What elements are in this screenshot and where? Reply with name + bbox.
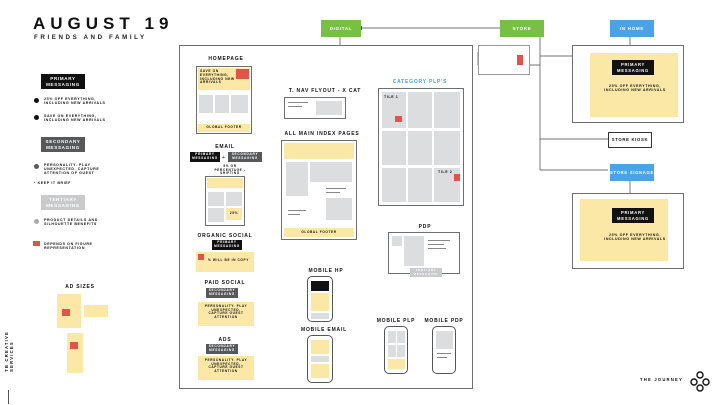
mobile-hp-phone [307,276,333,322]
email-note: 5% OR PERCENTAGE - SHIFTING [214,164,246,176]
in-home-primary-badge: PRIMARY MESSAGING [612,60,654,75]
channel-in-home: IN HOME [610,20,654,37]
mobile-email-title: MOBILE EMAIL [301,327,347,333]
legend-secondary-bullet-1: PERSONALITY. PLAY UNEXPECTED. CAPTURE AT… [44,163,100,176]
category-tile [382,168,406,202]
paid-yellow [198,302,254,326]
index-footer: GLOBAL FOOTER [284,228,354,237]
pdp-title: PDP [418,224,432,230]
ads-secondary-badge: SECONDARY MESSAGING [206,344,238,354]
legend-primary-bullet-1: 25% OFF EVERYTHING, INCLUDING NEW ARRIVA… [44,97,106,106]
side-divider [8,390,9,404]
email-hero [207,178,243,188]
mobile-plp-title: MOBILE PLP [376,318,416,324]
pdp-tertiary-badge: TERTIARY MESSAGING [410,268,442,277]
logo-icon [689,370,711,392]
tile-1-marker [395,116,402,122]
figure-marker-icon [33,241,40,246]
channel-digital: DIGITAL [321,20,361,37]
legend-figure-note: DEPENDS ON FIGURE REPRESENTATION [44,242,93,251]
side-credit: TB CREATIVE SERVICES [4,331,14,372]
category-tile [382,131,406,165]
page-title: AUGUST 19 [33,14,174,33]
legend-primary-bullet-2: SAVE ON EVERYTHING, INCLUDING NEW ARRIVA… [44,114,106,123]
legend-tertiary-bullet-1: PRODUCT DETAILS AND SILHOUETTE BENEFITS [44,218,98,227]
mobile-plp-phone [384,326,408,374]
ad-size-banner [84,305,108,317]
category-tile [382,92,406,128]
email-badge: 25% [226,208,242,220]
pdp-thumb [392,236,402,246]
ad-size-tall [57,294,81,328]
nav-image [316,101,342,115]
journey-label: THE JOURNEY [640,377,683,382]
legend-bullet-icon [34,219,39,224]
tile-2-marker [454,174,460,181]
organic-title: ORGANIC SOCIAL [197,233,253,239]
ads-note: PERSONALITY. PLAY UNEXPECTED. CAPTURE GU… [204,358,248,374]
index-title: ALL MAIN INDEX PAGES [284,131,360,137]
category-tile [408,92,432,128]
mobile-pdp-phone [432,326,456,374]
category-tile [434,168,460,202]
category-tile [408,131,432,165]
ads-title: ADS [218,337,232,343]
paid-note: PERSONALITY. PLAY UNEXPECTED. CAPTURE GU… [204,304,248,320]
mobile-hp-title: MOBILE HP [308,268,344,274]
ad-sizes-label: AD SIZES [65,284,95,290]
index-hero [284,143,354,159]
homepage-footer: GLOBAL FOOTER [198,124,250,132]
index-image [310,162,352,182]
legend-secondary-sub-text: KEEP IT BRIEF [37,181,72,185]
tile-2-label: TILE 2 [438,170,453,174]
organic-marker [198,254,204,260]
email-image [208,208,224,222]
legend-tertiary-badge: TERTIARY MESSAGING [41,195,85,210]
email-plus-icon: + [222,155,225,161]
email-title: EMAIL [215,144,235,150]
mobile-email-phone [307,335,333,383]
category-tile [408,168,432,202]
paid-secondary-badge: SECONDARY MESSAGING [206,288,238,298]
channel-store-signage: STORE SIGNAGE [610,164,654,181]
legend-bullet-icon [34,164,39,169]
in-home-text: 25% OFF EVERYTHING, INCLUDING NEW ARRIVA… [604,84,666,93]
homepage-hero-text: SAVE ON EVERYTHING, INCLUDING NEW ARRIVA… [200,69,235,85]
mobile-pdp-title: MOBILE PDP [424,318,464,324]
channel-store: STORE [500,20,544,37]
index-image [286,162,308,196]
email-image [226,192,242,206]
legend-bullet-icon [34,115,39,120]
organic-note: % WILL BE IN COPY [208,258,249,262]
category-title: CATEGORY PLP's [392,79,448,85]
channel-store-kiosk: STORE KIOSK [608,132,652,148]
homepage-figure-marker [236,69,249,79]
organic-primary-badge: PRIMARY MESSAGING [212,240,242,250]
nav-title: T. NAV FLYOUT - X CAT [288,88,362,94]
signage-text: 25% OFF EVERYTHING, INCLUDING NEW ARRIVA… [604,233,666,242]
ad-size-skyscraper [67,333,83,373]
organic-yellow [196,252,254,272]
email-primary-badge: PRIMARY MESSAGING [190,152,220,162]
pdp-image [404,236,424,266]
legend-secondary-badge: SECONDARY MESSAGING [41,137,85,152]
category-tile [434,131,460,165]
page-subtitle: FRIENDS AND FAMILY [34,34,147,41]
store-figure-marker [517,55,523,65]
homepage-tile [215,95,229,113]
category-tile [434,92,460,128]
legend-primary-badge: PRIMARY MESSAGING [41,74,85,89]
tile-1-label: TILE 1 [384,95,399,99]
legend-secondary-sub: * KEEP IT BRIEF [34,181,72,185]
email-image [208,192,224,206]
homepage-tile [231,95,248,113]
email-secondary-badge: SECONDARY MESSAGING [228,152,262,162]
homepage-tile [199,95,213,113]
legend-bullet-icon [34,98,39,103]
signage-primary-badge: PRIMARY MESSAGING [612,208,654,223]
index-image [326,198,352,220]
paid-title: PAID SOCIAL [204,280,246,286]
ads-yellow [198,356,254,380]
homepage-title: HOMEPAGE [208,56,244,62]
